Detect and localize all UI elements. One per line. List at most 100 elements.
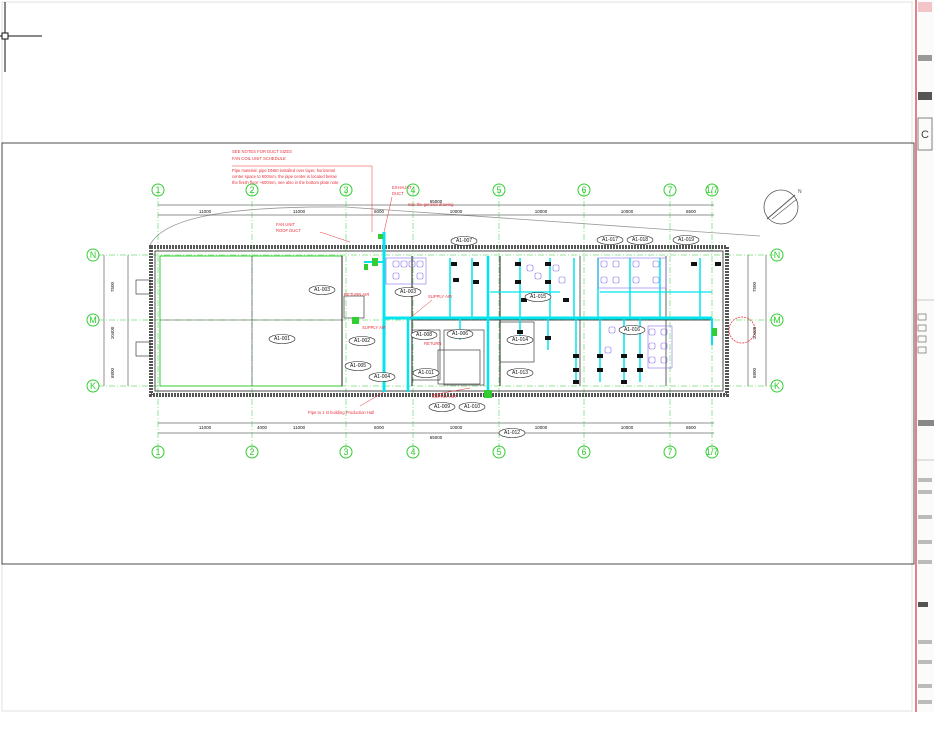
chair xyxy=(600,276,608,284)
grid-bubble-col-6-top: 6 xyxy=(577,183,591,197)
chair xyxy=(416,272,424,280)
svg-text:SUPPLY AIR: SUPPLY AIR xyxy=(428,294,452,299)
grid-bubble-col-4-bottom: 4 xyxy=(406,445,420,459)
diffuser xyxy=(637,354,643,358)
room-tag: A1-010 xyxy=(458,402,486,412)
top-dim-2: 6000 xyxy=(374,209,385,214)
svg-text:EXHAUST: EXHAUST xyxy=(392,185,412,190)
bottom-dim-4: 10000 xyxy=(450,425,463,430)
diffuser xyxy=(621,368,627,372)
chair xyxy=(660,328,668,336)
top-dim-5: 10000 xyxy=(621,209,634,214)
chair xyxy=(400,260,408,268)
grid-bubble-col-1-7-bottom: 1/7 xyxy=(705,445,719,459)
svg-text:7: 7 xyxy=(667,447,672,457)
chair xyxy=(660,342,668,350)
top-dim-6: 6500 xyxy=(686,209,697,214)
svg-text:A1-019: A1-019 xyxy=(678,237,694,243)
svg-text:4: 4 xyxy=(410,447,415,457)
grid-bubble-col-6-bottom: 6 xyxy=(577,445,591,459)
room-tag: A1-007 xyxy=(450,236,478,246)
diffuser xyxy=(521,298,527,302)
diffuser xyxy=(621,354,627,358)
right-dim-0: 7500 xyxy=(752,281,757,292)
chair xyxy=(558,276,566,284)
furniture-group xyxy=(647,325,673,369)
annotation-leaders xyxy=(232,165,471,407)
diffuser xyxy=(545,280,551,284)
chair xyxy=(552,264,560,272)
note-line-3: the finish floor ~600mm, see also in the… xyxy=(232,180,339,185)
svg-text:5: 5 xyxy=(496,447,501,457)
note-header-1: SEE NOTES FOR DUCT SIZES xyxy=(232,149,292,154)
bottom-dim-1: 4000 xyxy=(257,425,268,430)
svg-text:M: M xyxy=(773,315,781,325)
svg-text:A1-008: A1-008 xyxy=(416,332,432,338)
svg-text:5: 5 xyxy=(496,185,501,195)
note-header-2: FAN COIL UNIT SCHEDULE xyxy=(232,156,286,161)
diffuser xyxy=(517,330,523,334)
note-line-5: See the general drawing xyxy=(408,202,454,207)
diffuser xyxy=(473,280,479,284)
grid-bubble-col-1-7-top: 1/7 xyxy=(705,183,719,197)
room-tag: A1-002 xyxy=(348,336,376,346)
grid-bubble-col-5-top: 5 xyxy=(492,183,506,197)
chair xyxy=(604,346,612,354)
grid-bubble-col-1-top: 1 xyxy=(151,183,165,197)
svg-text:DUCT: DUCT xyxy=(392,191,404,196)
svg-text:C: C xyxy=(921,129,929,141)
room-tag: A1-013 xyxy=(506,368,534,378)
chair xyxy=(534,272,542,280)
diffuser xyxy=(563,298,569,302)
grid-bubble-col-4-top: 4 xyxy=(406,183,420,197)
sheet-border xyxy=(1,1,913,712)
room-tag: A1-004 xyxy=(368,372,396,382)
chair xyxy=(416,260,424,268)
grid-lines xyxy=(98,190,776,452)
equipment-units xyxy=(352,234,717,398)
diffuser xyxy=(545,336,551,340)
diffuser xyxy=(515,280,521,284)
room-tag: A1-003 xyxy=(308,285,336,295)
left-dim-0: 7500 xyxy=(110,281,115,292)
svg-text:N: N xyxy=(774,250,781,260)
room-tag: A1-005 xyxy=(344,361,372,371)
chair xyxy=(652,276,660,284)
top-dim-0: 11000 xyxy=(199,209,212,214)
chair xyxy=(612,276,620,284)
chair xyxy=(660,356,668,364)
diffuser xyxy=(451,262,457,266)
svg-text:7: 7 xyxy=(667,185,672,195)
room-tag: A1-017 xyxy=(596,235,624,245)
room-tag: A1-003 xyxy=(394,287,422,297)
note-line-2: center space to 600mm, the pipe center i… xyxy=(232,174,338,179)
room-tag: A1-016 xyxy=(618,325,646,335)
svg-text:A1-003: A1-003 xyxy=(314,287,330,293)
left-dim-1: 10400 xyxy=(110,326,115,339)
note-line-1: Pipe material: pipe DN50 installed over … xyxy=(232,168,335,173)
bottom-dim-7: 6500 xyxy=(686,425,697,430)
svg-text:K: K xyxy=(774,381,780,391)
svg-text:A1-007: A1-007 xyxy=(456,238,472,244)
right-dim-1: 10400 xyxy=(752,326,757,339)
svg-text:A1-013: A1-013 xyxy=(512,370,528,376)
svg-text:RETURN AIR: RETURN AIR xyxy=(344,292,369,297)
grid-bubble-row-N-right: N xyxy=(770,248,784,262)
svg-text:ROOF DUCT: ROOF DUCT xyxy=(276,228,301,233)
svg-text:SUPPLY AIR: SUPPLY AIR xyxy=(432,394,456,399)
diffuser xyxy=(715,262,721,266)
chair xyxy=(526,264,534,272)
ductwork xyxy=(364,232,713,392)
room-tag: A1-019 xyxy=(672,235,700,245)
grid-bubble-col-2-top: 2 xyxy=(245,183,259,197)
grid-bubble-col-3-top: 3 xyxy=(339,183,353,197)
room-tag: A1-014 xyxy=(506,335,534,345)
grid-bubble-col-5-bottom: 5 xyxy=(492,445,506,459)
svg-text:A1-011: A1-011 xyxy=(418,370,434,376)
chair xyxy=(632,276,640,284)
svg-text:A1-017: A1-017 xyxy=(602,237,618,243)
chair xyxy=(648,356,656,364)
